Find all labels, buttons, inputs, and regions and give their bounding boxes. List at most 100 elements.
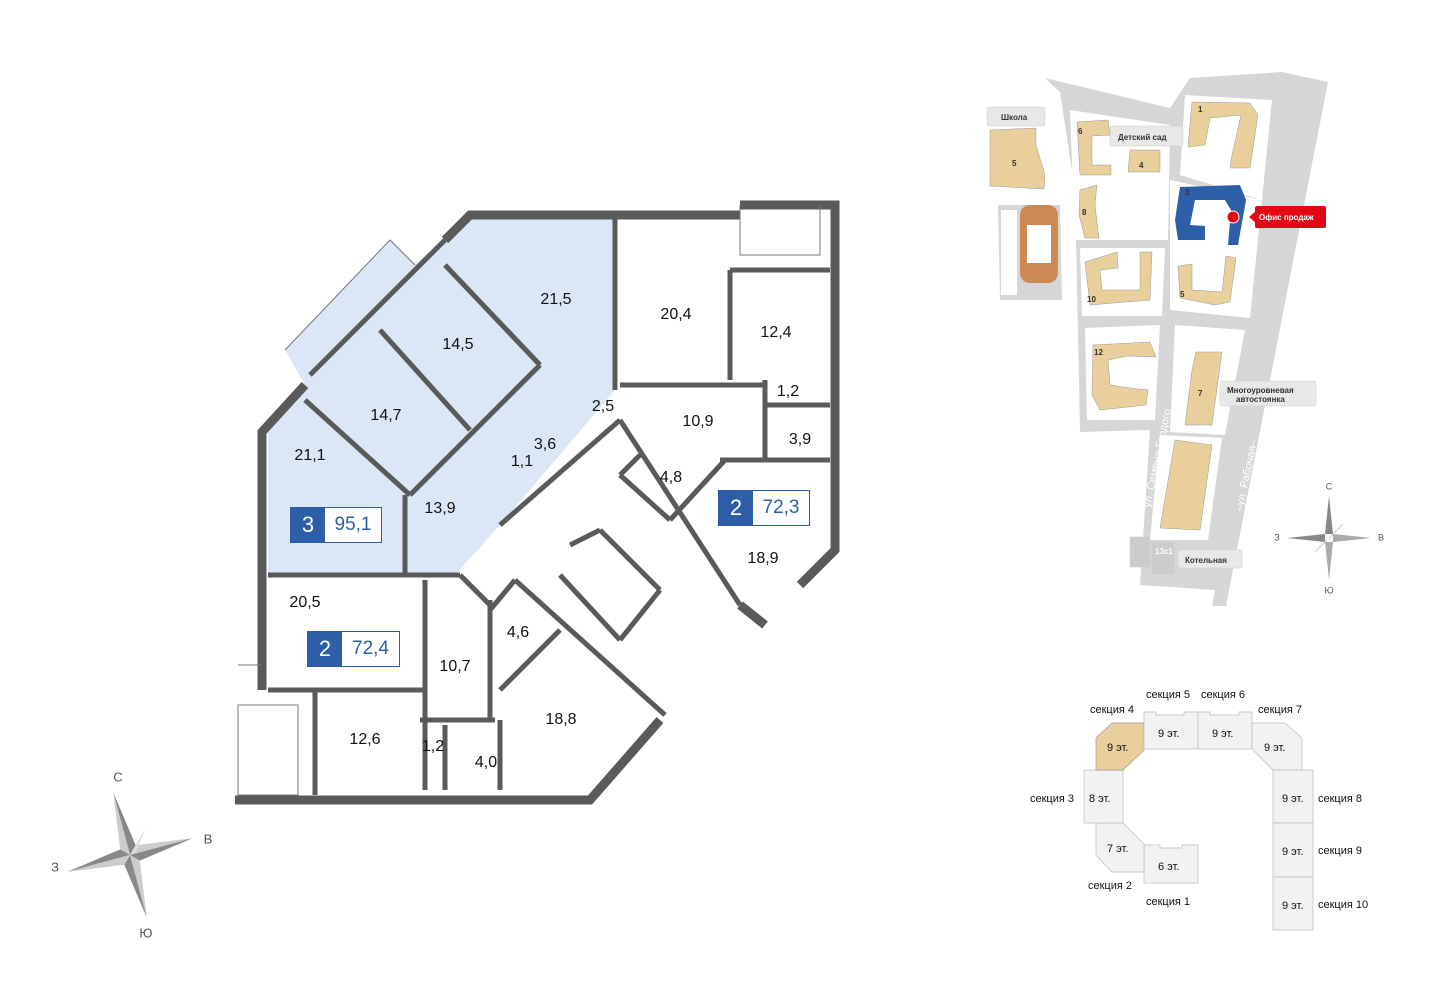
section-name: секция 4 (1090, 704, 1134, 716)
building-1[interactable] (1187, 101, 1259, 169)
compass-south: Ю (139, 925, 152, 940)
building-5[interactable] (1177, 255, 1237, 306)
building-kindergarten[interactable] (1127, 149, 1161, 173)
balconies (237, 205, 821, 796)
building-school[interactable] (989, 127, 1046, 190)
apartment-rooms: 3 (291, 508, 325, 542)
building-number: 5 (1012, 159, 1017, 168)
room-area: 3,6 (534, 436, 556, 453)
building-number: 7 (1198, 389, 1203, 398)
compass-south: Ю (1324, 585, 1333, 595)
room-labels: 21,5 20,4 12,4 14,5 14,7 2,5 1,2 10,9 3,… (289, 291, 811, 771)
compass-north: С (1326, 481, 1333, 491)
apartment-badge-3-rooms[interactable]: 3 95,1 (290, 507, 382, 543)
building-number: 1 (1198, 105, 1203, 114)
school-label: Школа (1001, 113, 1028, 122)
section-floors: 6 эт. (1158, 861, 1179, 873)
section-floors: 7 эт. (1107, 843, 1128, 855)
section-floors: 9 эт. (1282, 793, 1303, 805)
compass-rose-small: С В Ю З (1274, 481, 1384, 595)
sales-office-marker[interactable] (1226, 210, 1240, 224)
section-floors: 9 эт. (1107, 742, 1128, 754)
parking-label: Многоуровневая (1227, 386, 1294, 395)
section-6[interactable] (1197, 711, 1253, 750)
section-labels: 6 эт. 7 эт. 8 эт. 9 эт. 9 эт. 9 эт. 9 эт… (1030, 689, 1368, 912)
building-number: 5 (1180, 290, 1185, 299)
building-6[interactable] (1076, 119, 1112, 176)
compass-west: З (1274, 532, 1279, 542)
compass-north: С (113, 769, 122, 784)
parking-label-2: автостоянка (1236, 395, 1285, 404)
building-12[interactable] (1091, 341, 1157, 411)
outer-walls (235, 200, 840, 805)
room-area: 4,0 (475, 754, 497, 771)
room-area: 4,8 (660, 469, 682, 486)
room-area: 20,5 (289, 594, 320, 611)
section-floors: 9 эт. (1282, 900, 1303, 912)
section-10[interactable] (1272, 876, 1314, 931)
site-map: Офис продаж Школа Детский сад Многоуровн… (986, 72, 1328, 606)
building-number: 6 (1078, 127, 1083, 136)
apartment-area: 95,1 (334, 514, 372, 535)
building-number: 4 (1139, 161, 1144, 170)
building-number: 8 (1082, 208, 1087, 217)
room-area: 1,1 (511, 453, 533, 470)
room-area: 14,7 (370, 407, 401, 424)
apartment-rooms: 2 (308, 632, 342, 666)
section-5[interactable] (1143, 711, 1199, 750)
room-area: 10,7 (439, 658, 470, 675)
section-floors: 9 эт. (1158, 728, 1179, 740)
room-area: 13,9 (424, 500, 455, 517)
section-floors: 9 эт. (1264, 742, 1285, 754)
room-area: 18,9 (747, 550, 778, 567)
building-number: 10 (1087, 295, 1096, 304)
building-parking[interactable] (1159, 439, 1213, 531)
room-area: 21,5 (540, 291, 571, 308)
room-area: 14,5 (442, 336, 473, 353)
room-area: 2,5 (592, 398, 614, 415)
building-10[interactable] (1084, 251, 1153, 306)
room-area: 12,4 (760, 324, 791, 341)
section-floors: 8 эт. (1089, 793, 1110, 805)
section-name: секция 6 (1201, 689, 1245, 701)
building-3-selected[interactable] (1175, 185, 1246, 245)
room-area: 18,8 (545, 711, 576, 728)
section-name: секция 7 (1258, 704, 1302, 716)
sales-office-label: Офис продаж (1259, 213, 1314, 222)
room-area: 3,9 (789, 431, 811, 448)
section-1[interactable] (1143, 844, 1199, 884)
apartment-badge-2-rooms-72-4[interactable]: 2 72,4 (307, 631, 400, 667)
room-area: 4,6 (507, 624, 529, 641)
floor-plan: 21,5 20,4 12,4 14,5 14,7 2,5 1,2 10,9 3,… (235, 200, 840, 805)
boiler-label: Котельная (1185, 556, 1227, 565)
section-name: секция 9 (1318, 845, 1362, 857)
building-13c1-label: 13с1 (1155, 547, 1173, 556)
section-name: секция 10 (1318, 899, 1368, 911)
building-number: 3 (1185, 188, 1190, 197)
room-area: 1,2 (422, 738, 444, 755)
section-name: секция 3 (1030, 793, 1074, 805)
building-7[interactable] (1184, 351, 1223, 426)
compass-rose-large: С В Ю З (51, 769, 213, 940)
section-floors: 9 эт. (1212, 728, 1233, 740)
section-name: секция 2 (1088, 880, 1132, 892)
section-name: секция 1 (1146, 896, 1190, 908)
apartment-area: 72,4 (352, 638, 389, 659)
room-area: 20,4 (660, 306, 691, 323)
room-area: 10,9 (682, 413, 713, 430)
compass-east: В (204, 831, 213, 846)
apartment-area: 72,3 (762, 497, 800, 518)
section-name: секция 8 (1318, 793, 1362, 805)
room-area: 1,2 (777, 383, 799, 400)
section-diagram (1083, 711, 1314, 931)
sales-office-label-box (1255, 206, 1326, 228)
apartment-badge-2-rooms-72-3[interactable]: 2 72,3 (718, 490, 810, 526)
section-name: секция 5 (1146, 689, 1190, 701)
kindergarten-label: Детский сад (1118, 133, 1167, 142)
inner-walls (268, 215, 830, 795)
building-8[interactable] (1078, 184, 1100, 239)
room-area: 21,1 (294, 447, 325, 464)
section-floors: 9 эт. (1282, 846, 1303, 858)
compass-east: В (1378, 532, 1384, 542)
